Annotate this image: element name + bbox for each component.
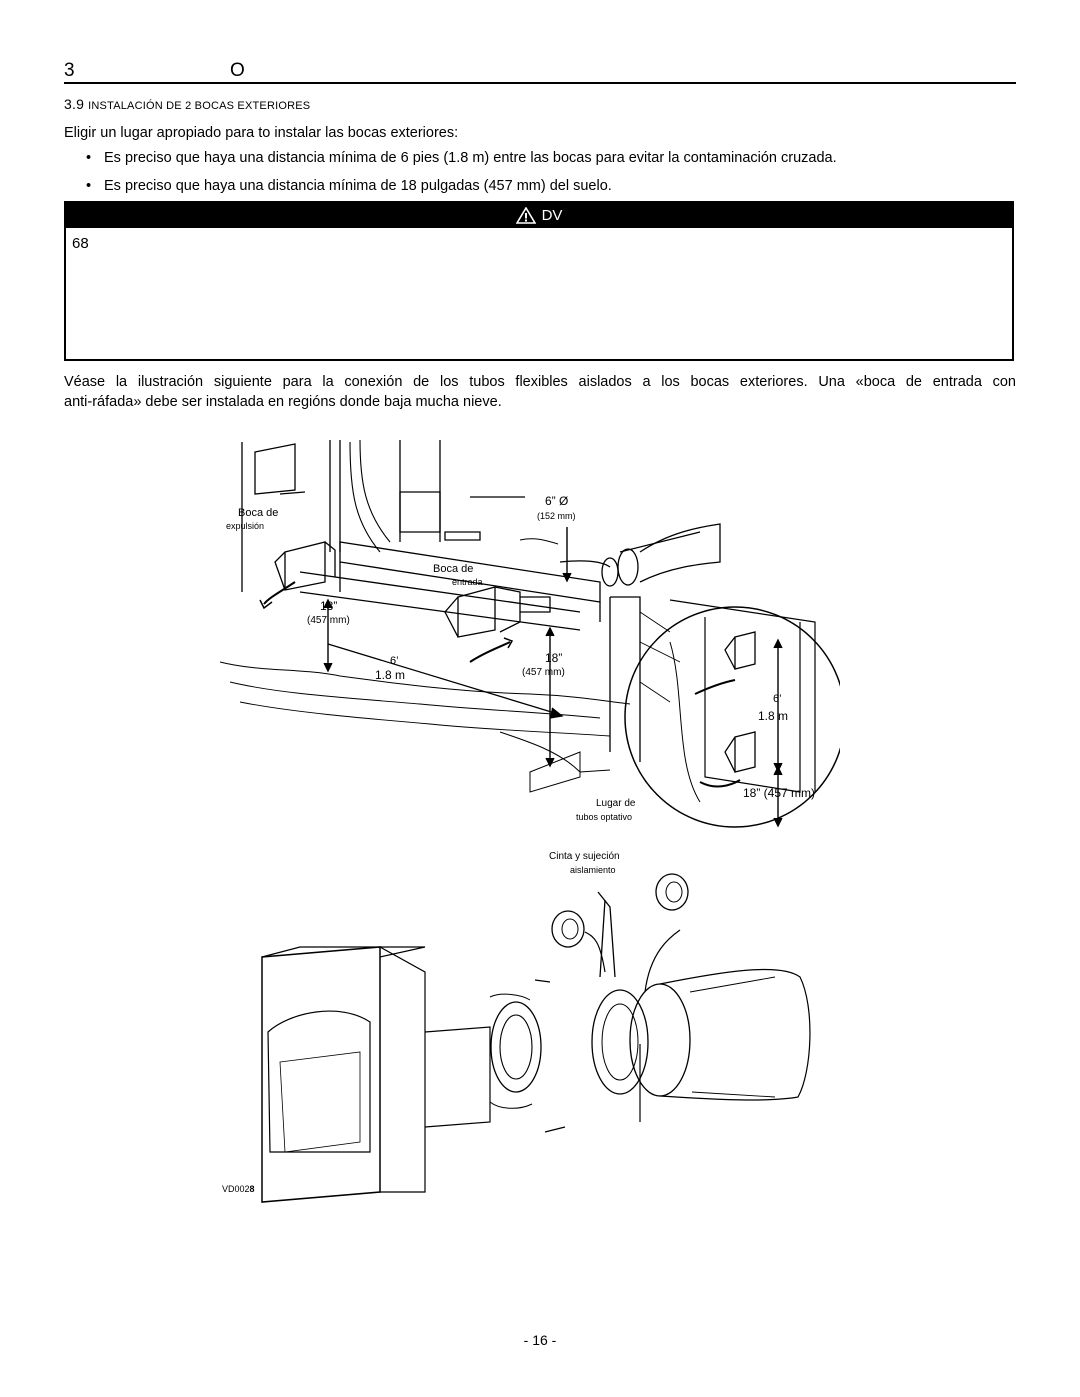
figure-label: (457 mm) [522,667,565,678]
list-item: • Es preciso que haya una distancia míni… [86,178,612,194]
figure-label: 18” (457 mm) [743,786,815,800]
list-item-text: Es preciso que haya una distancia mínima… [104,150,837,166]
section-title: 3.9 Instalación de 2 bocas exteriores [64,96,310,112]
figure-label: 6’ [390,655,399,667]
figure-label: expulsión [226,521,264,531]
chapter-number: 3 [64,60,75,81]
paragraph-line: anti-ráfada» debe ser instalada en regió… [64,394,502,410]
warning-triangle-icon [515,207,536,224]
list-item-text: Es preciso que haya una distancia mínima… [104,178,612,194]
figure-label: aislamiento [570,865,616,875]
list-item: • Es preciso que haya una distancia míni… [86,150,837,166]
section-number: 3.9 [64,96,85,112]
warning-header: DV [66,203,1012,228]
figure-label: (457 mm) [307,615,350,626]
body-paragraph: Véase la ilustración siguiente para la c… [64,372,1016,412]
figure-label: 1.8 m [375,668,405,682]
figure-label: 18” [320,599,337,613]
warning-body-text: 68 [72,235,89,252]
warning-header-text: DV [541,207,563,224]
figure-label: Boca de [433,563,473,575]
figure-code: VD0028 [222,1184,255,1194]
header-rule [64,82,1016,84]
figure-label: Cinta y sujeción [549,851,620,862]
bullet-icon: • [86,178,92,194]
figure-label: 1.8 m [758,709,788,723]
intro-text: Eligir un lugar apropiado para to instal… [64,125,459,141]
chapter-title-fragment: O [230,60,245,81]
figure-label: tubos optativo [576,812,632,822]
figure-label: entrada [452,577,483,587]
figure-label: 6” Ø [545,494,568,508]
paragraph-line: Véase la ilustración siguiente para la c… [64,374,1016,390]
page-number: - 16 - [523,1332,557,1348]
page-header: 3 O [64,60,1016,82]
installation-illustration: Boca de expulsión 6” Ø (152 mm) Boca de … [219,439,840,1203]
section-title-text: Instalación de 2 bocas exteriores [88,100,311,112]
figure-label: Lugar de [596,798,636,809]
figure-label: (152 mm) [537,511,576,521]
figure-label: 18” [545,651,562,665]
figure-label: Boca de [238,507,278,519]
figure-label: 6’ [773,693,782,705]
bullet-icon: • [86,150,92,166]
warning-box: DV 68 [64,201,1014,361]
